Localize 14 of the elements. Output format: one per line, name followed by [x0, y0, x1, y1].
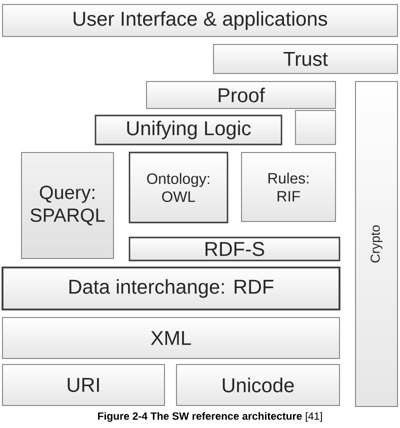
layer-box: User Interface & applications [2, 4, 398, 37]
layer-box: XML [2, 317, 340, 359]
layer-box: Trust [213, 44, 398, 74]
layer-box: Rules: RIF [241, 152, 336, 222]
layer-box: Query: SPARQL [21, 152, 114, 259]
layer-box: Unifying Logic [94, 114, 282, 146]
layer-box: Ontology: OWL [128, 152, 228, 224]
caption: Figure 2-4 The SW reference architecture [41] [98, 412, 322, 422]
layer-box: Unicode [176, 364, 340, 406]
empty-box [295, 110, 336, 145]
layer-box: Data interchange: RDF [2, 266, 340, 310]
layer-box: URI [2, 364, 165, 406]
vertical-layer-box: Crypto [355, 81, 398, 407]
layer-box: RDF-S [128, 236, 340, 262]
